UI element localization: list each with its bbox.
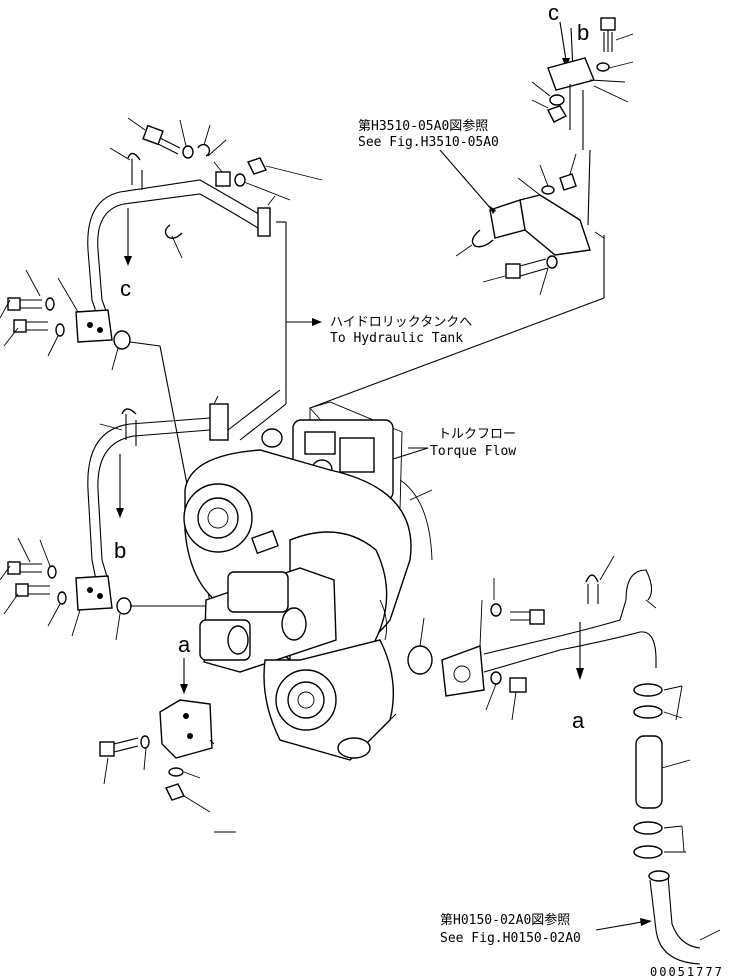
callout-torque-flow-jp: トルクフロー (438, 427, 516, 442)
view-letter-c-mid: c (120, 276, 131, 301)
lower-pipe-assembly: b (0, 389, 281, 641)
callout-ref-bottom: 第H0150-02A0図参照 See Fig.H0150-02A0 (440, 912, 652, 946)
drawing-number: 00051777 (650, 965, 724, 979)
view-letter-a-right: a (572, 708, 585, 733)
view-letter-c-top: c (548, 0, 559, 25)
right-flange-hose-assembly: a (407, 555, 721, 965)
callout-ref-top: 第H3510-05A0図参照 See Fig.H3510-05A0 (358, 118, 499, 214)
callout-ref-bottom-en: See Fig.H0150-02A0 (440, 931, 581, 946)
view-letter-b-mid: b (114, 538, 126, 563)
view-letter-a-left: a (178, 632, 191, 657)
callout-ref-top-en: See Fig.H3510-05A0 (358, 135, 499, 150)
callout-ref-top-jp: 第H3510-05A0図参照 (358, 118, 488, 134)
callout-hydraulic-tank-en: To Hydraulic Tank (330, 331, 463, 346)
callout-hydraulic-tank-jp: ハイドロリックタンクへ (330, 315, 472, 330)
callout-torque-flow: トルクフロー Torque Flow (389, 427, 516, 461)
left-lower-bracket: a (99, 632, 236, 833)
view-letter-b-top: b (577, 20, 589, 45)
main-transmission-body (183, 401, 433, 761)
top-right-bracket-assembly: c b (309, 0, 634, 409)
upper-pipe-assembly: c (0, 117, 323, 603)
callout-ref-bottom-jp: 第H0150-02A0図参照 (440, 912, 570, 928)
callout-hydraulic-tank: ハイドロリックタンクへ To Hydraulic Tank (239, 221, 472, 441)
callout-torque-flow-en: Torque Flow (430, 444, 516, 459)
